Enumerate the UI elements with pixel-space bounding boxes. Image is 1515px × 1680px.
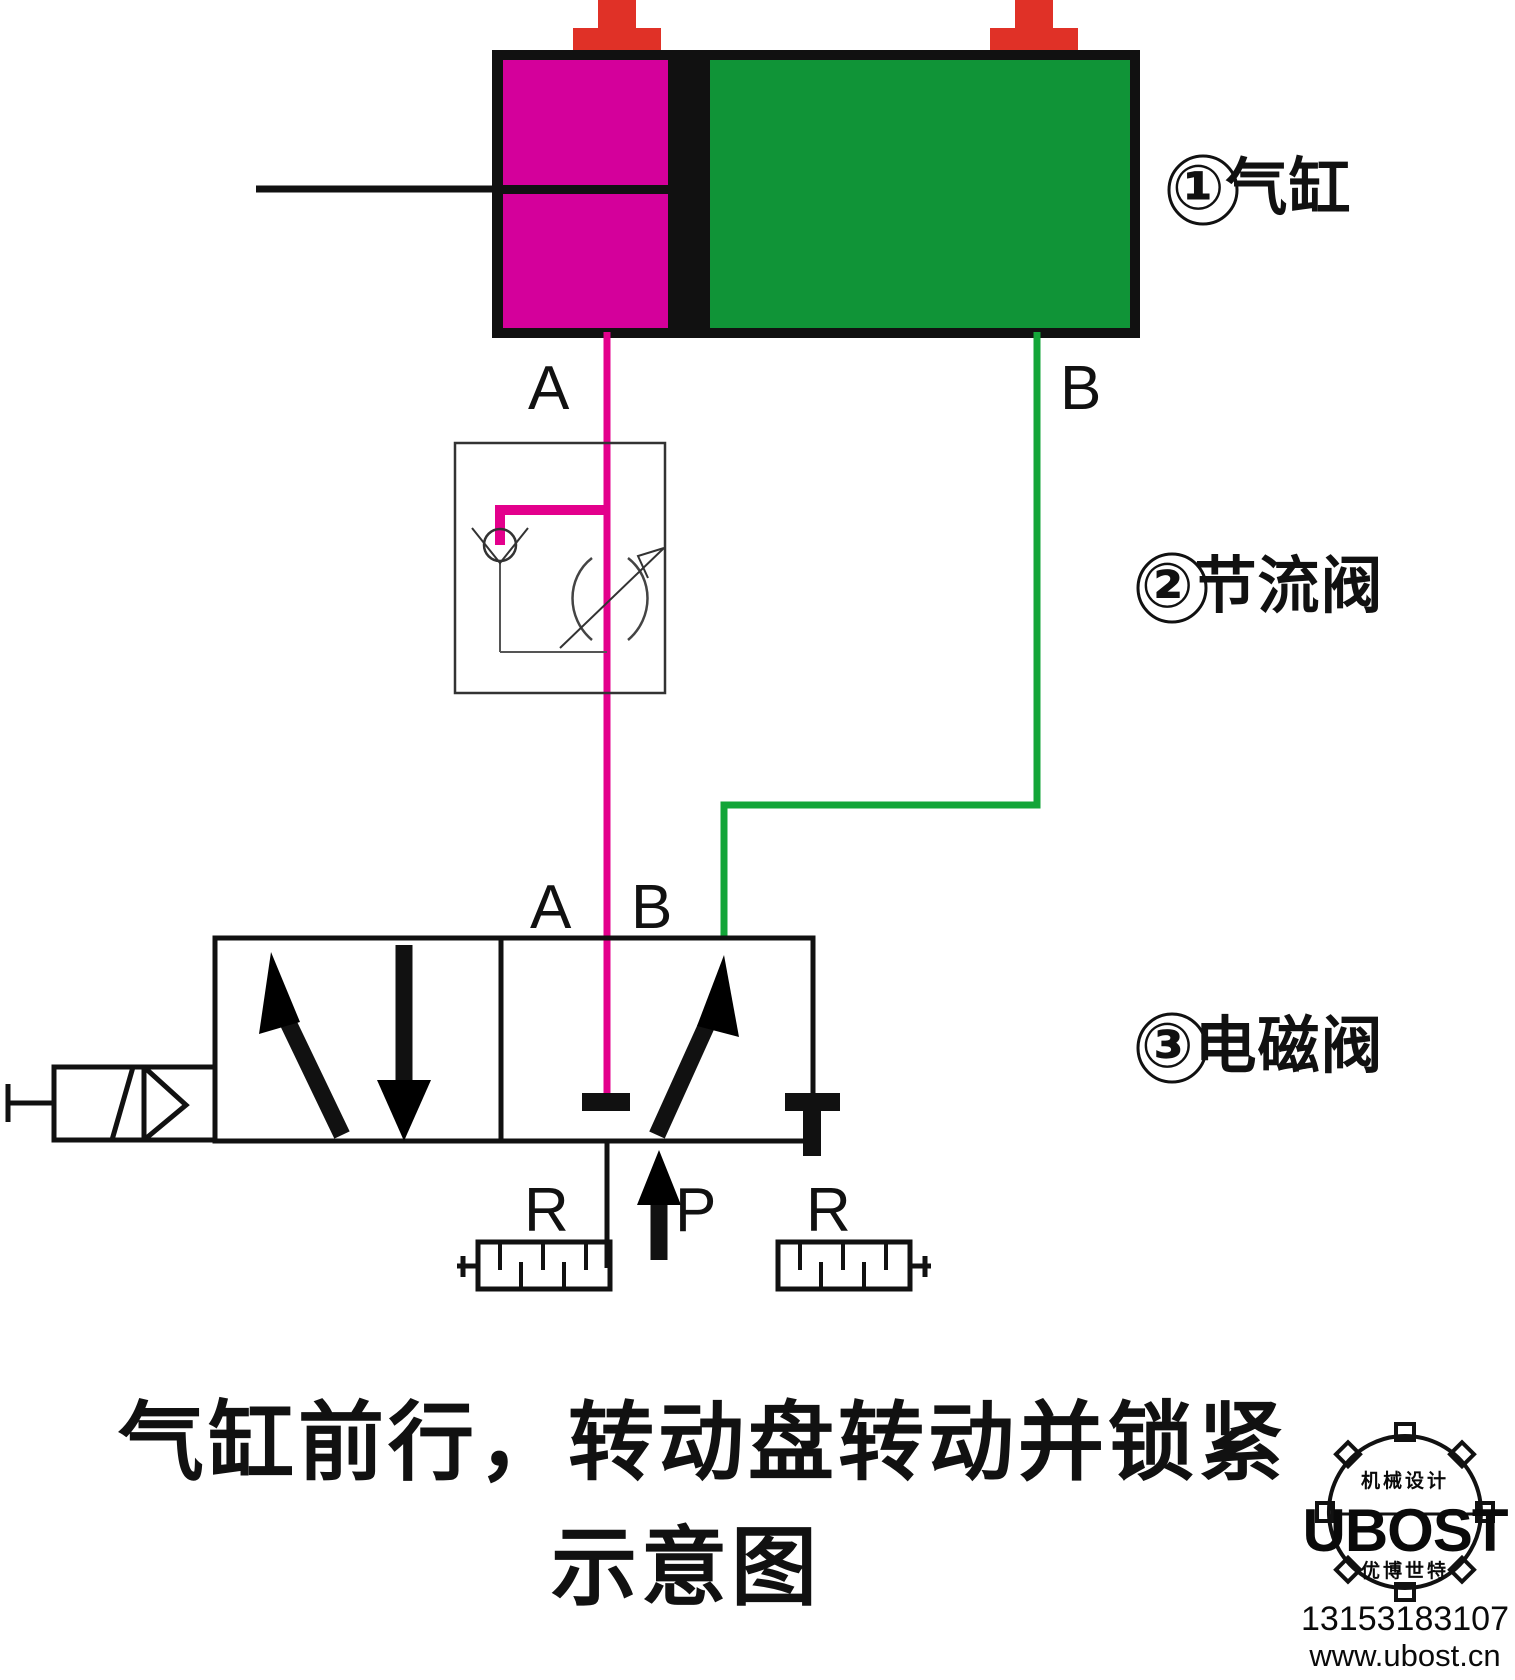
cylinder-chamber-lower-left xyxy=(503,194,668,328)
caption-line-1: 气缸前行，转动盘转动并锁紧 xyxy=(118,1395,1288,1491)
logo-brand-text: UBOST xyxy=(1302,1497,1509,1564)
line-b-path xyxy=(720,332,1041,938)
solenoid-actuator-icon xyxy=(5,1064,218,1143)
logo-url-text: www.ubost.cn xyxy=(1309,1638,1501,1673)
supply-pressure-arrow-icon xyxy=(637,1150,681,1260)
valve-left-flow-arrows xyxy=(259,945,431,1141)
valve-port-r-right-label: R xyxy=(806,1176,851,1245)
valve-port-b-label: B xyxy=(631,873,673,942)
cylinder-port-a-label: A xyxy=(528,354,570,423)
cylinder-assembly xyxy=(256,0,1140,338)
ubost-logo: 机械设计 UBOST 优博世特 13153183107 www.ubost.cn xyxy=(1297,1404,1513,1676)
legend-item-cylinder: ①气缸 xyxy=(1172,154,1352,223)
cylinder-chamber-upper-left xyxy=(503,60,668,185)
caption-line-2: 示意图 xyxy=(551,1520,821,1616)
solenoid-valve-symbol xyxy=(5,935,840,1268)
legend-item-solenoid-valve: ③电磁阀 xyxy=(1141,1012,1384,1081)
valve-port-p-label: P xyxy=(675,1176,717,1245)
valve-position-right xyxy=(498,935,816,1144)
valve-position-left xyxy=(212,935,504,1144)
legend-item-throttle-valve: ②节流阀 xyxy=(1141,552,1384,621)
ubost-gear-logo-icon xyxy=(1315,1422,1495,1602)
cylinder-port-b-label: B xyxy=(1060,354,1102,423)
throttle-valve-symbol xyxy=(453,441,667,695)
valve-port-r-left-label: R xyxy=(524,1176,569,1245)
silencer-right-icon xyxy=(775,1239,931,1292)
logo-phone-text: 13153183107 xyxy=(1300,1600,1509,1638)
line-a-path xyxy=(495,332,611,1110)
port-a-fitting-icon xyxy=(573,0,661,55)
valve-port-a-label: A xyxy=(530,873,572,942)
logo-bottom-text: 优博世特 xyxy=(1360,1561,1449,1582)
silencer-left-icon xyxy=(457,1239,613,1292)
logo-top-text: 机械设计 xyxy=(1360,1471,1449,1492)
port-b-fitting-icon xyxy=(990,0,1078,55)
valve-right-flow-arrows xyxy=(582,955,840,1156)
cylinder-chamber-right xyxy=(710,60,1130,328)
legend-markers xyxy=(1136,154,1239,1084)
